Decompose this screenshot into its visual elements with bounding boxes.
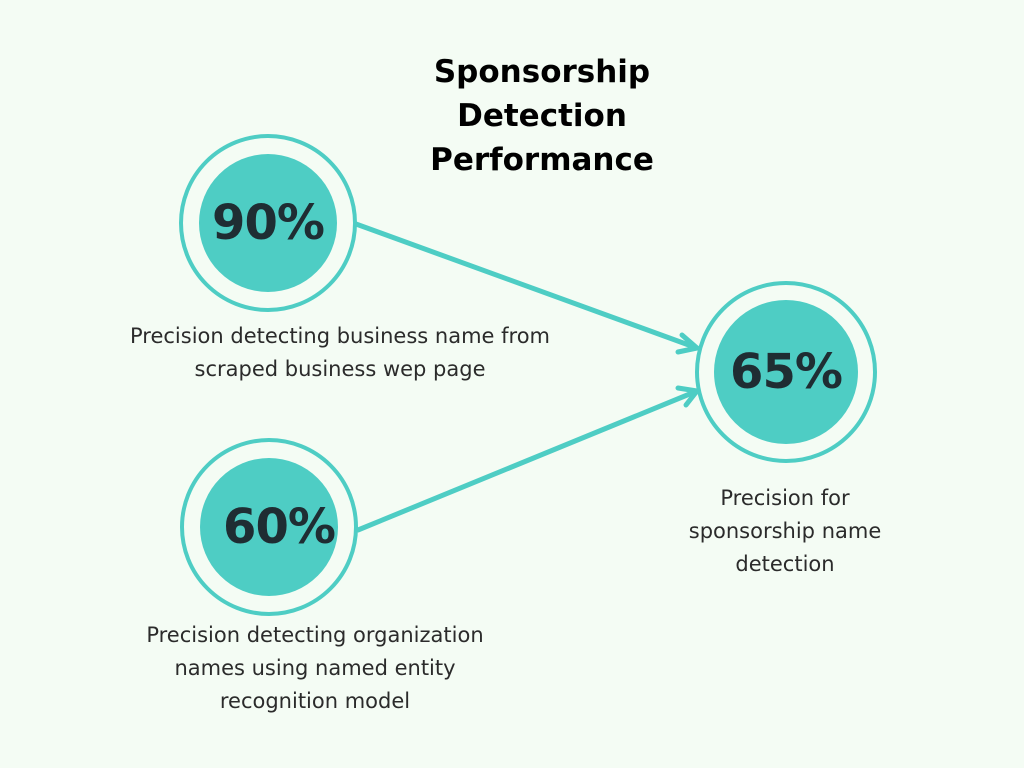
- node-circle-business-page: 90%: [199, 154, 337, 292]
- node-ring-ner-model: [180, 438, 358, 616]
- edge-ner-to-sponsorship: [355, 388, 700, 533]
- node-circle-sponsorship: 65%: [714, 300, 858, 444]
- node-caption-sponsorship: Precision for sponsorship name detection: [688, 486, 882, 576]
- edge-business-to-sponsorship: [353, 221, 700, 351]
- node-circle-ner-model: 60%: [200, 458, 338, 596]
- node-caption-ner-model: Precision detecting organization names u…: [146, 623, 484, 713]
- node-value-sponsorship: 65%: [730, 344, 843, 400]
- node-ring-sponsorship: [695, 281, 877, 463]
- node-value-business-page: 90%: [212, 195, 325, 251]
- node-ring-business-page: [179, 134, 357, 312]
- diagram-title: Sponsorship Detection Performance: [430, 54, 654, 178]
- node-caption-business-page: Precision detecting business name from s…: [130, 324, 551, 381]
- node-value-ner-model: 60%: [223, 499, 336, 555]
